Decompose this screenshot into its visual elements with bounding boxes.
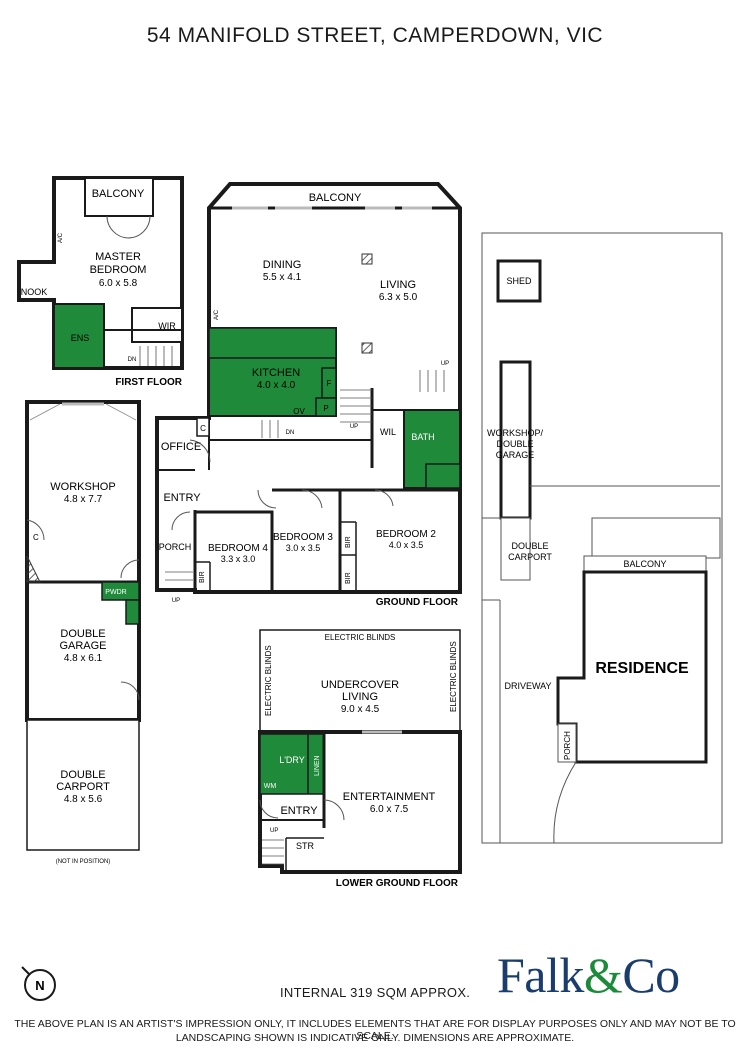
dining-dim: 5.5 x 4.1 bbox=[263, 272, 302, 283]
wir-label: WIR bbox=[158, 321, 176, 331]
up-living: UP bbox=[441, 361, 449, 367]
bath-label: BATH bbox=[411, 432, 434, 442]
pwdr-label: PWDR bbox=[105, 589, 126, 596]
garage-label-a: DOUBLE bbox=[60, 628, 105, 640]
logo-tail: Co bbox=[622, 947, 680, 1003]
site-shed-label: SHED bbox=[506, 276, 532, 286]
balcony-ground-label: BALCONY bbox=[309, 192, 362, 204]
workshop-c-label: C bbox=[33, 533, 39, 542]
carport-label-a: DOUBLE bbox=[60, 769, 105, 781]
carport-label-b: CARPORT bbox=[56, 781, 110, 793]
site-carport-a: DOUBLE bbox=[511, 541, 548, 551]
ground-floor-label: GROUND FLOOR bbox=[376, 597, 459, 608]
master-dim: 6.0 x 5.8 bbox=[99, 278, 138, 289]
bed4-dim: 3.3 x 3.0 bbox=[221, 554, 256, 564]
ac-first: A/C bbox=[58, 232, 64, 243]
garage-dim: 4.8 x 6.1 bbox=[64, 653, 103, 664]
entertainment-label: ENTERTAINMENT bbox=[343, 791, 436, 803]
site-balcony-label: BALCONY bbox=[623, 559, 666, 569]
ground-floor: BALCONY DINING 5.5 x 4.1 LIVING 6.3 x 5.… bbox=[155, 182, 462, 608]
first-floor: BALCONY MASTER BEDROOM 6.0 x 5.8 NOOK EN… bbox=[17, 176, 184, 388]
bed2-dim: 4.0 x 3.5 bbox=[389, 540, 424, 550]
workshop-dim: 4.8 x 7.7 bbox=[64, 494, 103, 505]
bir-label-3: BIR bbox=[199, 571, 206, 583]
bir-label-2: BIR bbox=[345, 572, 352, 584]
disclaimer-line-2: LANDSCAPING SHOWN IS INDICATIVE ONLY. DI… bbox=[175, 1032, 575, 1044]
ensuite-wet-area bbox=[53, 303, 105, 369]
dining-label: DINING bbox=[263, 259, 302, 271]
master-label-a: MASTER bbox=[95, 251, 141, 263]
electric-blinds-left: ELECTRIC BLINDS bbox=[264, 645, 273, 716]
up-lower: UP bbox=[270, 828, 278, 834]
master-label-b: BEDROOM bbox=[90, 264, 147, 276]
bed4-label: BEDROOM 4 bbox=[208, 543, 268, 554]
undercover-dim: 9.0 x 4.5 bbox=[341, 704, 380, 715]
garage-block: WORKSHOP 4.8 x 7.7 C PWDR DOUBLE GARAGE … bbox=[25, 400, 141, 865]
carport-dim: 4.8 x 5.6 bbox=[64, 794, 103, 805]
falk-co-logo: Falk&Co bbox=[497, 946, 680, 1004]
site-workshop-c: GARAGE bbox=[496, 450, 535, 460]
bed3-dim: 3.0 x 3.5 bbox=[286, 543, 321, 553]
ac-ground: A/C bbox=[214, 309, 220, 320]
linen-label: LINEN bbox=[314, 755, 321, 776]
garage-label-b: GARAGE bbox=[59, 640, 106, 652]
oven-label: OV bbox=[293, 407, 305, 416]
entry-label: ENTRY bbox=[163, 492, 201, 504]
logo-name: Falk bbox=[497, 947, 584, 1003]
not-in-position-label: (NOT IN POSITION) bbox=[56, 859, 111, 865]
bed2-label: BEDROOM 2 bbox=[376, 529, 436, 540]
site-carport-b: CARPORT bbox=[508, 552, 552, 562]
pwdr-area bbox=[101, 581, 140, 601]
logo-amp: & bbox=[583, 947, 623, 1003]
entertainment-dim: 6.0 x 7.5 bbox=[370, 804, 409, 815]
site-plan: SHED WORKSHOP/ DOUBLE GARAGE DOUBLE CARP… bbox=[481, 232, 723, 844]
living-label: LIVING bbox=[380, 279, 416, 291]
entry-lower-label: ENTRY bbox=[280, 805, 318, 817]
north-compass: N bbox=[21, 966, 56, 1001]
site-porch-label: PORCH bbox=[563, 731, 572, 760]
fridge-label: F bbox=[327, 379, 332, 388]
site-residence-label: RESIDENCE bbox=[595, 660, 689, 677]
up-ground: UP bbox=[350, 424, 358, 430]
workshop-label: WORKSHOP bbox=[50, 481, 115, 493]
bir-label-1: BIR bbox=[345, 536, 352, 548]
lower-ground-floor: ELECTRIC BLINDS ELECTRIC BLINDS ELECTRIC… bbox=[258, 629, 462, 889]
lower-floor-label: LOWER GROUND FLOOR bbox=[336, 878, 459, 889]
laundry-area bbox=[259, 733, 325, 795]
wil-label: WIL bbox=[380, 427, 396, 437]
kitchen-dim: 4.0 x 4.0 bbox=[257, 380, 296, 391]
pantry-label: P bbox=[323, 404, 328, 413]
ens-label: ENS bbox=[71, 333, 90, 343]
undercover-label-b: LIVING bbox=[342, 691, 378, 703]
plan-title: 54 MANIFOLD STREET, CAMPERDOWN, VIC bbox=[146, 24, 604, 47]
balcony-first-label: BALCONY bbox=[92, 188, 145, 200]
electric-blinds-top: ELECTRIC BLINDS bbox=[325, 633, 396, 642]
str-label: STR bbox=[296, 841, 315, 851]
porch-label: PORCH bbox=[159, 542, 192, 552]
living-dim: 6.3 x 5.0 bbox=[379, 292, 418, 303]
nook-label: NOOK bbox=[21, 287, 48, 297]
undercover-label-a: UNDERCOVER bbox=[321, 679, 399, 691]
disclaimer-line-1: THE ABOVE PLAN IS AN ARTIST'S IMPRESSION… bbox=[14, 1018, 736, 1042]
office-label: OFFICE bbox=[161, 441, 201, 453]
dn-first: DN bbox=[128, 357, 137, 363]
wm-label: WM bbox=[264, 783, 277, 790]
dn-ground: DN bbox=[286, 430, 295, 436]
up-porch: UP bbox=[172, 598, 180, 604]
site-driveway-label: DRIVEWAY bbox=[504, 681, 551, 691]
bed3-label: BEDROOM 3 bbox=[273, 532, 333, 543]
ldry-label: L'DRY bbox=[279, 755, 305, 765]
office-c-label: C bbox=[200, 424, 206, 433]
internal-area: INTERNAL 319 SQM APPROX. bbox=[280, 985, 471, 1000]
electric-blinds-right: ELECTRIC BLINDS bbox=[449, 641, 458, 712]
site-workshop-a: WORKSHOP/ bbox=[487, 428, 544, 438]
site-workshop-b: DOUBLE bbox=[496, 439, 533, 449]
first-floor-label: FIRST FLOOR bbox=[115, 377, 182, 388]
compass-n: N bbox=[35, 978, 44, 993]
kitchen-label: KITCHEN bbox=[252, 367, 300, 379]
